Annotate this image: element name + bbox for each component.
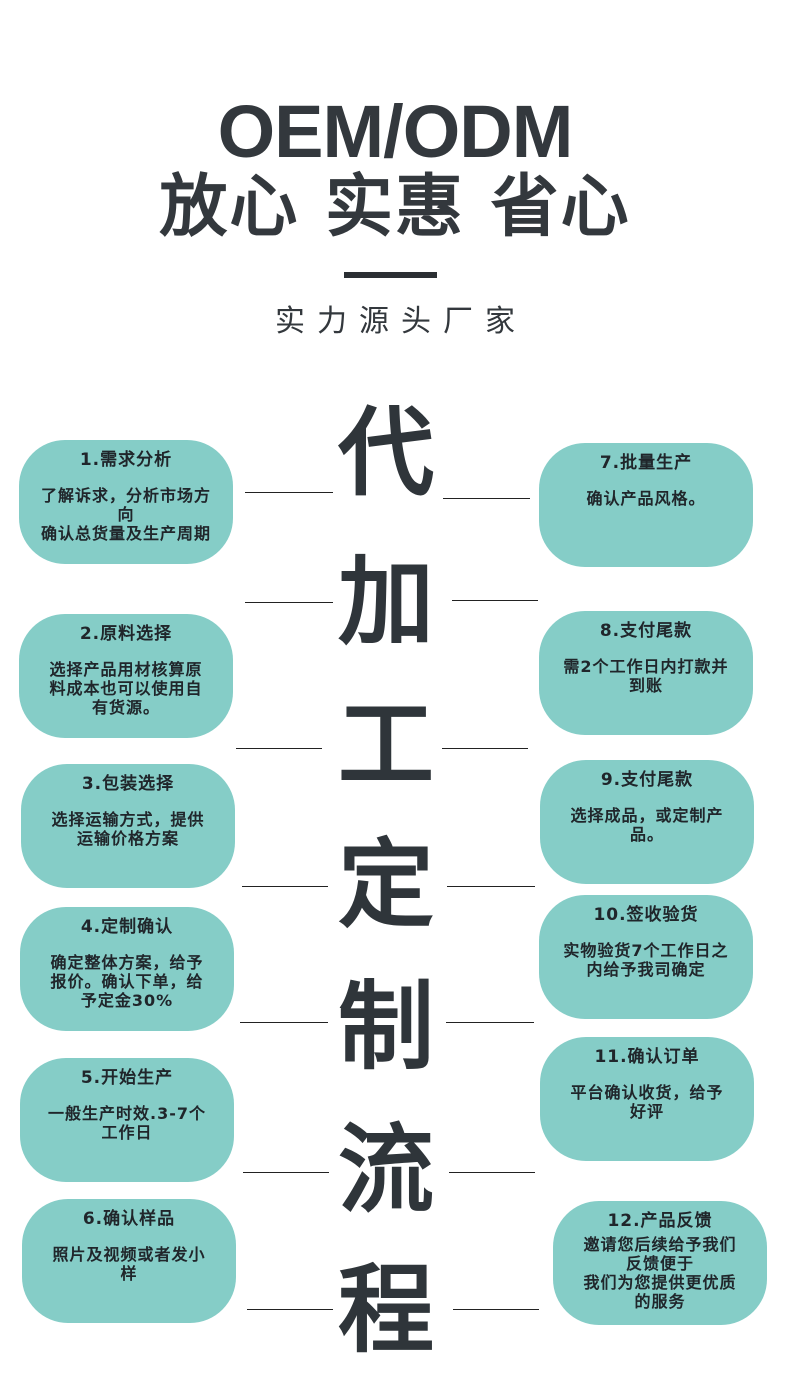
connector-line (449, 1172, 535, 1173)
step-desc: 照片及视频或者发小样 (52, 1245, 206, 1283)
step-desc: 一般生产时效.3-7个工作日 (48, 1104, 206, 1142)
center-char: 代 (338, 397, 434, 509)
step-desc: 确定整体方案，给予报价。确认下单，给予定金30% (50, 953, 204, 1010)
center-char: 定 (338, 829, 434, 941)
connector-line (245, 602, 333, 603)
step-desc: 需2个工作日内打款并到账 (563, 657, 729, 695)
connector-line (243, 1172, 329, 1173)
step-desc: 平台确认收货，给予好评 (570, 1083, 724, 1121)
center-char: 制 (338, 971, 434, 1083)
step-title: 5.开始生产 (80, 1068, 174, 1088)
step-title: 10.签收验货 (593, 905, 699, 925)
step-card-11: 11.确认订单 平台确认收货，给予好评 (540, 1037, 754, 1161)
step-card-10: 10.签收验货 实物验货7个工作日之内给予我司确定 (539, 895, 753, 1019)
center-char: 工 (338, 689, 434, 801)
step-card-7: 7.批量生产 确认产品风格。 (539, 443, 753, 567)
step-card-4: 4.定制确认 确定整体方案，给予报价。确认下单，给予定金30% (20, 907, 234, 1031)
step-card-5: 5.开始生产 一般生产时效.3-7个工作日 (20, 1058, 234, 1182)
connector-line (240, 1022, 328, 1023)
step-card-9: 9.支付尾款 选择成品，或定制产品。 (540, 760, 754, 884)
step-desc: 选择产品用材核算原料成本也可以使用自有货源。 (49, 660, 203, 717)
step-title: 12.产品反馈 (607, 1211, 713, 1231)
step-title: 6.确认样品 (82, 1209, 176, 1229)
connector-line (447, 886, 535, 887)
step-desc: 了解诉求，分析市场方向确认总货量及生产周期 (40, 486, 211, 543)
step-card-6: 6.确认样品 照片及视频或者发小样 (22, 1199, 236, 1323)
connector-line (245, 492, 333, 493)
step-desc: 邀请您后续给予我们反馈便于我们为您提供更优质的服务 (583, 1235, 737, 1311)
connector-line (442, 748, 528, 749)
title-oem-odm: OEM/ODM (217, 90, 574, 173)
subtitle-factory: 实力源头厂家 (275, 304, 527, 339)
step-desc: 实物验货7个工作日之内给予我司确定 (563, 941, 729, 979)
connector-line (242, 886, 328, 887)
step-desc: 确认产品风格。 (586, 489, 706, 508)
step-title: 2.原料选择 (79, 624, 173, 644)
step-title: 4.定制确认 (80, 917, 174, 937)
step-card-8: 8.支付尾款 需2个工作日内打款并到账 (539, 611, 753, 735)
center-char: 加 (338, 546, 434, 658)
step-desc: 选择运输方式，提供运输价格方案 (51, 810, 205, 848)
connector-line (453, 1309, 539, 1310)
step-card-12: 12.产品反馈 邀请您后续给予我们反馈便于我们为您提供更优质的服务 (553, 1201, 767, 1325)
title-slogan: 放心 实惠 省心 (159, 168, 631, 247)
center-char: 程 (338, 1254, 434, 1366)
connector-line (247, 1309, 333, 1310)
step-title: 7.批量生产 (599, 453, 693, 473)
title-divider (344, 272, 437, 278)
step-title: 1.需求分析 (79, 450, 173, 470)
step-title: 8.支付尾款 (599, 621, 693, 641)
step-desc: 选择成品，或定制产品。 (570, 806, 724, 844)
step-title: 9.支付尾款 (600, 770, 694, 790)
step-title: 3.包装选择 (81, 774, 175, 794)
connector-line (452, 600, 538, 601)
connector-line (236, 748, 322, 749)
connector-line (443, 498, 530, 499)
step-card-3: 3.包装选择 选择运输方式，提供运输价格方案 (21, 764, 235, 888)
center-char: 流 (338, 1114, 434, 1226)
step-card-2: 2.原料选择 选择产品用材核算原料成本也可以使用自有货源。 (19, 614, 233, 738)
step-card-1: 1.需求分析 了解诉求，分析市场方向确认总货量及生产周期 (19, 440, 233, 564)
step-title: 11.确认订单 (594, 1047, 700, 1067)
connector-line (446, 1022, 534, 1023)
